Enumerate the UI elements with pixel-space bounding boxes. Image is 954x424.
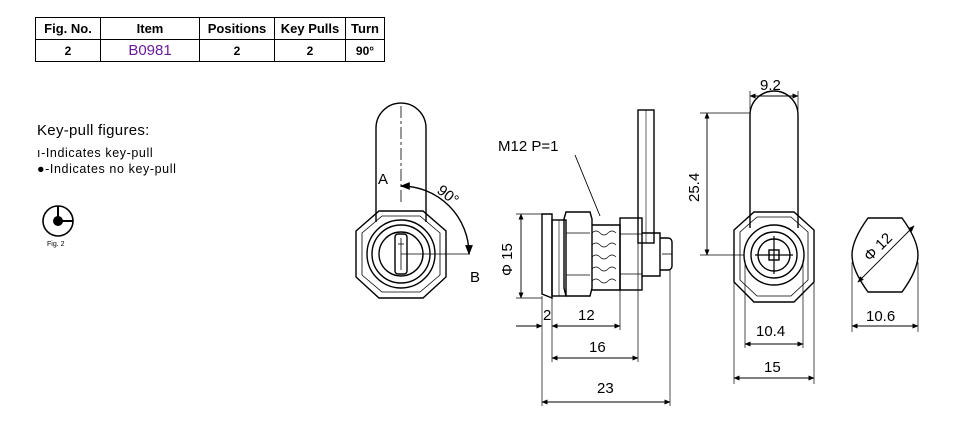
label-thread: M12 P=1 [498,138,558,155]
key-pull-legend: Key-pull figures: ı-Indicates key-pull ●… [37,122,176,176]
label-dim-12: 12 [578,307,595,324]
label-dia-15: Φ 15 [499,243,516,276]
cell-item: B0981 [100,39,200,62]
label-dim-2: 2 [543,307,551,324]
cell-positions: 2 [199,39,275,62]
header-fig-no: Fig. No. [35,17,101,40]
legend-no-key-pull: ●-Indicates no key-pull [37,162,177,176]
side-view [516,109,673,406]
label-dim-9-2: 9.2 [760,77,781,94]
label-dim-10-4: 10.4 [756,323,785,340]
key-pull-figure-icon [42,205,74,237]
legend-title: Key-pull figures: [37,122,150,139]
legend-key-pull: ı-Indicates key-pull [37,146,154,160]
cell-key-pulls: 2 [274,39,346,62]
label-a: A [378,171,388,188]
cell-fig-no: 2 [35,39,101,62]
front-view [355,102,473,299]
label-dim-15: 15 [764,359,781,376]
label-dim-25-4: 25.4 [686,173,703,202]
table-row: 2 B0981 2 2 90° [35,39,385,62]
label-dia-12: Φ 12 [861,230,896,265]
spec-table: Fig. No. Item Positions Key Pulls Turn 2… [35,17,385,62]
plug-section-view [851,217,919,332]
label-b: B [470,269,480,286]
label-dim-23: 23 [597,380,614,397]
label-dim-16: 16 [589,339,606,356]
table-header-row: Fig. No. Item Positions Key Pulls Turn [35,17,385,40]
header-turn: Turn [345,17,385,40]
cell-turn: 90° [345,39,385,62]
label-dim-10-6: 10.6 [866,308,895,325]
rear-view [700,90,815,384]
label-angle: 90° [434,182,462,209]
figure-caption: Fig. 2 [47,241,65,248]
